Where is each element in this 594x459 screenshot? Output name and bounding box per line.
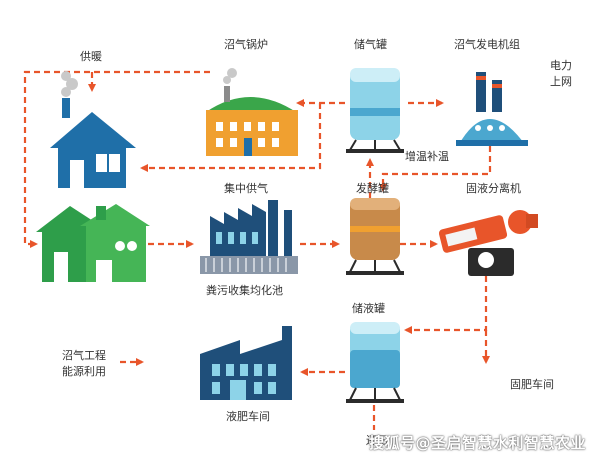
label-manure-pool: 粪污收集均化池	[206, 283, 283, 297]
label-gas-tank: 储气罐	[354, 37, 387, 51]
label-liquid-tank: 储液罐	[352, 301, 385, 315]
label-liquid-fertilizer: 液肥车间	[226, 409, 270, 423]
manure-pool-icon	[200, 200, 298, 274]
arrow-loop-to-barn	[23, 70, 210, 248]
flow-arrows	[23, 70, 492, 430]
generator-set-icon	[456, 72, 528, 146]
label-fermenter: 发酵罐	[356, 181, 389, 195]
arrow-separator-to-liquidtank	[404, 276, 488, 334]
label-to-field: 还田	[366, 434, 388, 447]
label-generator-set: 沼气发电机组	[454, 37, 520, 51]
liquid-tank-icon	[346, 322, 404, 403]
label-biogas-boiler: 沼气锅炉	[224, 37, 268, 51]
house-icon	[50, 98, 136, 188]
arrow-generator-to-fermenter	[379, 146, 492, 192]
separator-icon	[438, 210, 538, 276]
label-grid: 电力 上网	[550, 59, 572, 88]
smoke-icon	[61, 71, 78, 97]
barn-icon	[36, 204, 150, 282]
label-central-supply: 集中供气	[224, 181, 268, 195]
arrow-central-supply-to-house	[140, 103, 322, 172]
label-separator: 固液分离机	[466, 181, 521, 195]
label-project-title: 沼气工程 能源利用	[62, 349, 106, 378]
label-heating: 供暖	[80, 49, 102, 63]
liquid-fertilizer-workshop-icon	[200, 326, 292, 400]
label-solid-fertilizer: 固肥车间	[510, 377, 554, 391]
watermark: 搜狐号@圣启智慧水利智慧农业	[368, 434, 586, 452]
gas-tank-icon	[346, 68, 404, 153]
fermenter-icon	[346, 198, 404, 275]
label-insulation: 增温补温	[405, 149, 449, 163]
biogas-boiler-icon	[206, 68, 298, 156]
